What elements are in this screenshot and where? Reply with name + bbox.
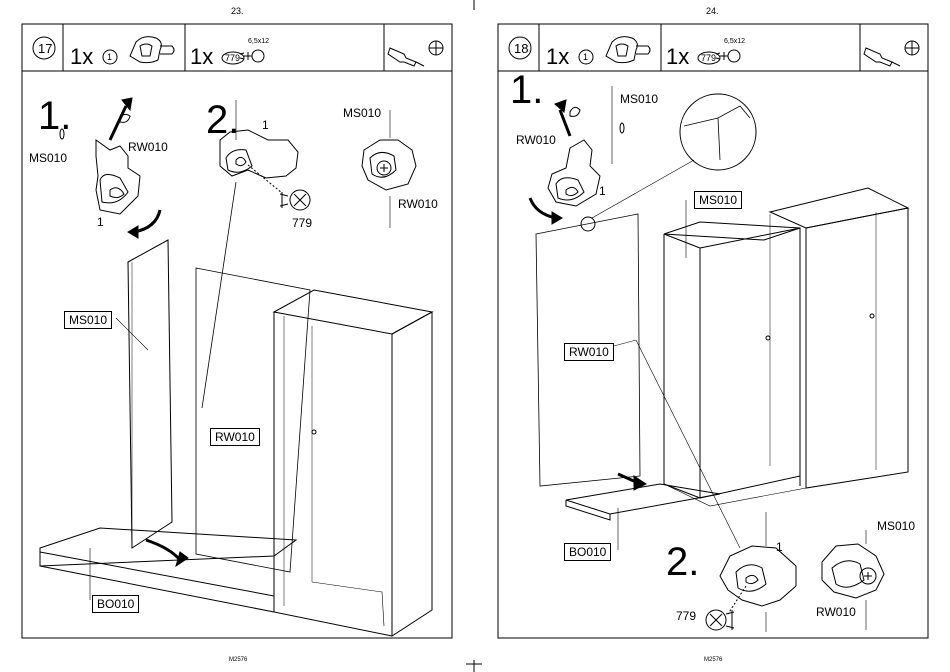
label-rw010: RW010	[398, 197, 438, 211]
label-screw-779: 779	[676, 609, 696, 623]
detail-magnifier-drawing	[581, 94, 756, 231]
screwdriver-icon	[864, 48, 900, 66]
cam-bracket-icon	[130, 37, 174, 63]
phillips-head-icon	[905, 41, 919, 55]
label-ms010: MS010	[877, 519, 915, 533]
substep-1-number: 1.	[510, 68, 543, 113]
substep-2-number: 2.	[206, 98, 239, 143]
label-part-1: 1	[97, 215, 104, 229]
label-screw-779: 779	[292, 216, 312, 230]
phillips-head-icon	[429, 41, 443, 55]
page-number: 24.	[706, 6, 719, 16]
left-bracket-screw-drawing	[202, 100, 416, 408]
boxed-label-rw010: RW010	[564, 343, 614, 361]
label-part-1: 1	[599, 184, 606, 198]
right-cam-rotation-drawing	[530, 86, 624, 224]
part-quantity: 1x	[546, 44, 569, 70]
cam-bracket-icon	[606, 37, 650, 63]
label-part-1: 1	[262, 118, 269, 132]
part-id: 779	[701, 53, 716, 63]
part-id: 1	[107, 52, 112, 62]
substep-1-number: 1.	[38, 94, 71, 139]
part-quantity: 1x	[666, 44, 689, 70]
right-bracket-screw-drawing	[706, 512, 884, 632]
screwdriver-icon	[388, 48, 424, 66]
label-rw010: RW010	[516, 133, 556, 147]
boxed-label-ms010: MS010	[694, 191, 742, 209]
step-number: 17	[38, 41, 52, 56]
part-id: 1	[583, 52, 588, 62]
footer-code: M2576	[229, 657, 247, 663]
screw-size: 6,5x12	[248, 38, 269, 45]
left-cam-rotation-drawing	[60, 98, 160, 238]
label-rw010: RW010	[816, 605, 856, 619]
boxed-label-bo010: BO010	[564, 543, 611, 561]
label-ms010: MS010	[29, 151, 67, 165]
label-part-1: 1	[776, 540, 783, 554]
boxed-label-bo010: BO010	[92, 595, 139, 613]
boxed-label-rw010: RW010	[210, 428, 260, 446]
right-wardrobe-drawing	[536, 188, 908, 550]
screw-size: 6,5x12	[724, 38, 745, 45]
label-rw010: RW010	[128, 140, 168, 154]
substep-2-number: 2.	[666, 540, 699, 585]
boxed-label-ms010: MS010	[64, 311, 112, 329]
part-quantity: 1x	[190, 44, 213, 70]
page-number: 23.	[231, 6, 244, 16]
part-quantity: 1x	[70, 44, 93, 70]
part-id: 779	[225, 53, 240, 63]
label-ms010: MS010	[620, 92, 658, 106]
step-number: 18	[514, 41, 528, 56]
label-ms010: MS010	[343, 106, 381, 120]
footer-code: M2576	[704, 657, 722, 663]
